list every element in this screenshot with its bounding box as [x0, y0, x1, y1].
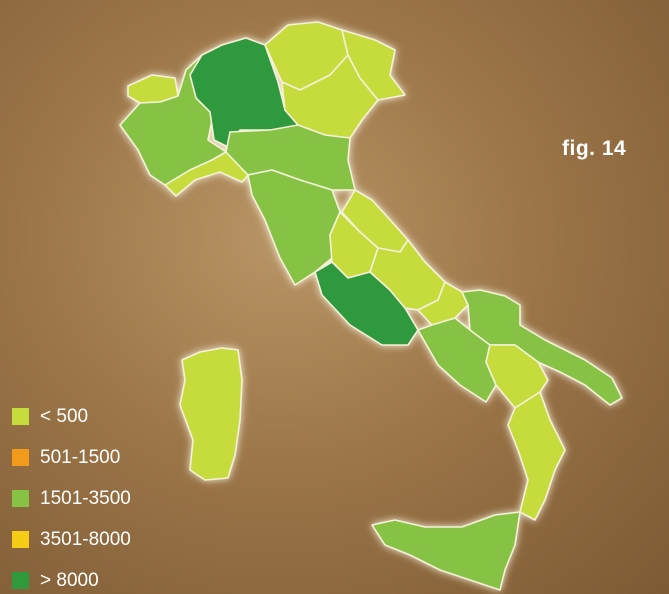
legend-item-gt8000: > 8000: [12, 560, 131, 594]
legend-label: 1501-3500: [40, 487, 131, 509]
legend-label: > 8000: [40, 569, 99, 591]
figure-label: fig. 14: [562, 137, 627, 160]
legend-item-501-1500: 501-1500: [12, 437, 131, 478]
region-sicilia[interactable]: [371, 511, 521, 591]
legend-swatch: [12, 490, 29, 507]
legend-swatch: [12, 531, 29, 548]
legend-item-3501-8000: 3501-8000: [12, 519, 131, 560]
map-legend: < 500 501-1500 1501-3500 3501-8000 > 800…: [12, 396, 131, 594]
region-molise[interactable]: [417, 281, 469, 326]
legend-label: 3501-8000: [40, 528, 131, 550]
region-sardegna[interactable]: [179, 347, 243, 481]
legend-item-lt500: < 500: [12, 396, 131, 437]
legend-label: < 500: [40, 405, 89, 427]
legend-label: 501-1500: [40, 446, 121, 468]
legend-swatch: [12, 408, 29, 425]
region-puglia[interactable]: [461, 289, 623, 406]
legend-swatch: [12, 572, 29, 589]
legend-item-1501-3500: 1501-3500: [12, 478, 131, 519]
region-veneto[interactable]: [281, 54, 379, 139]
region-calabria[interactable]: [507, 391, 566, 521]
region-friuli-venezia-giulia[interactable]: [341, 29, 406, 101]
region-liguria[interactable]: [164, 151, 249, 197]
region-lazio[interactable]: [314, 261, 419, 346]
legend-swatch: [12, 449, 29, 466]
